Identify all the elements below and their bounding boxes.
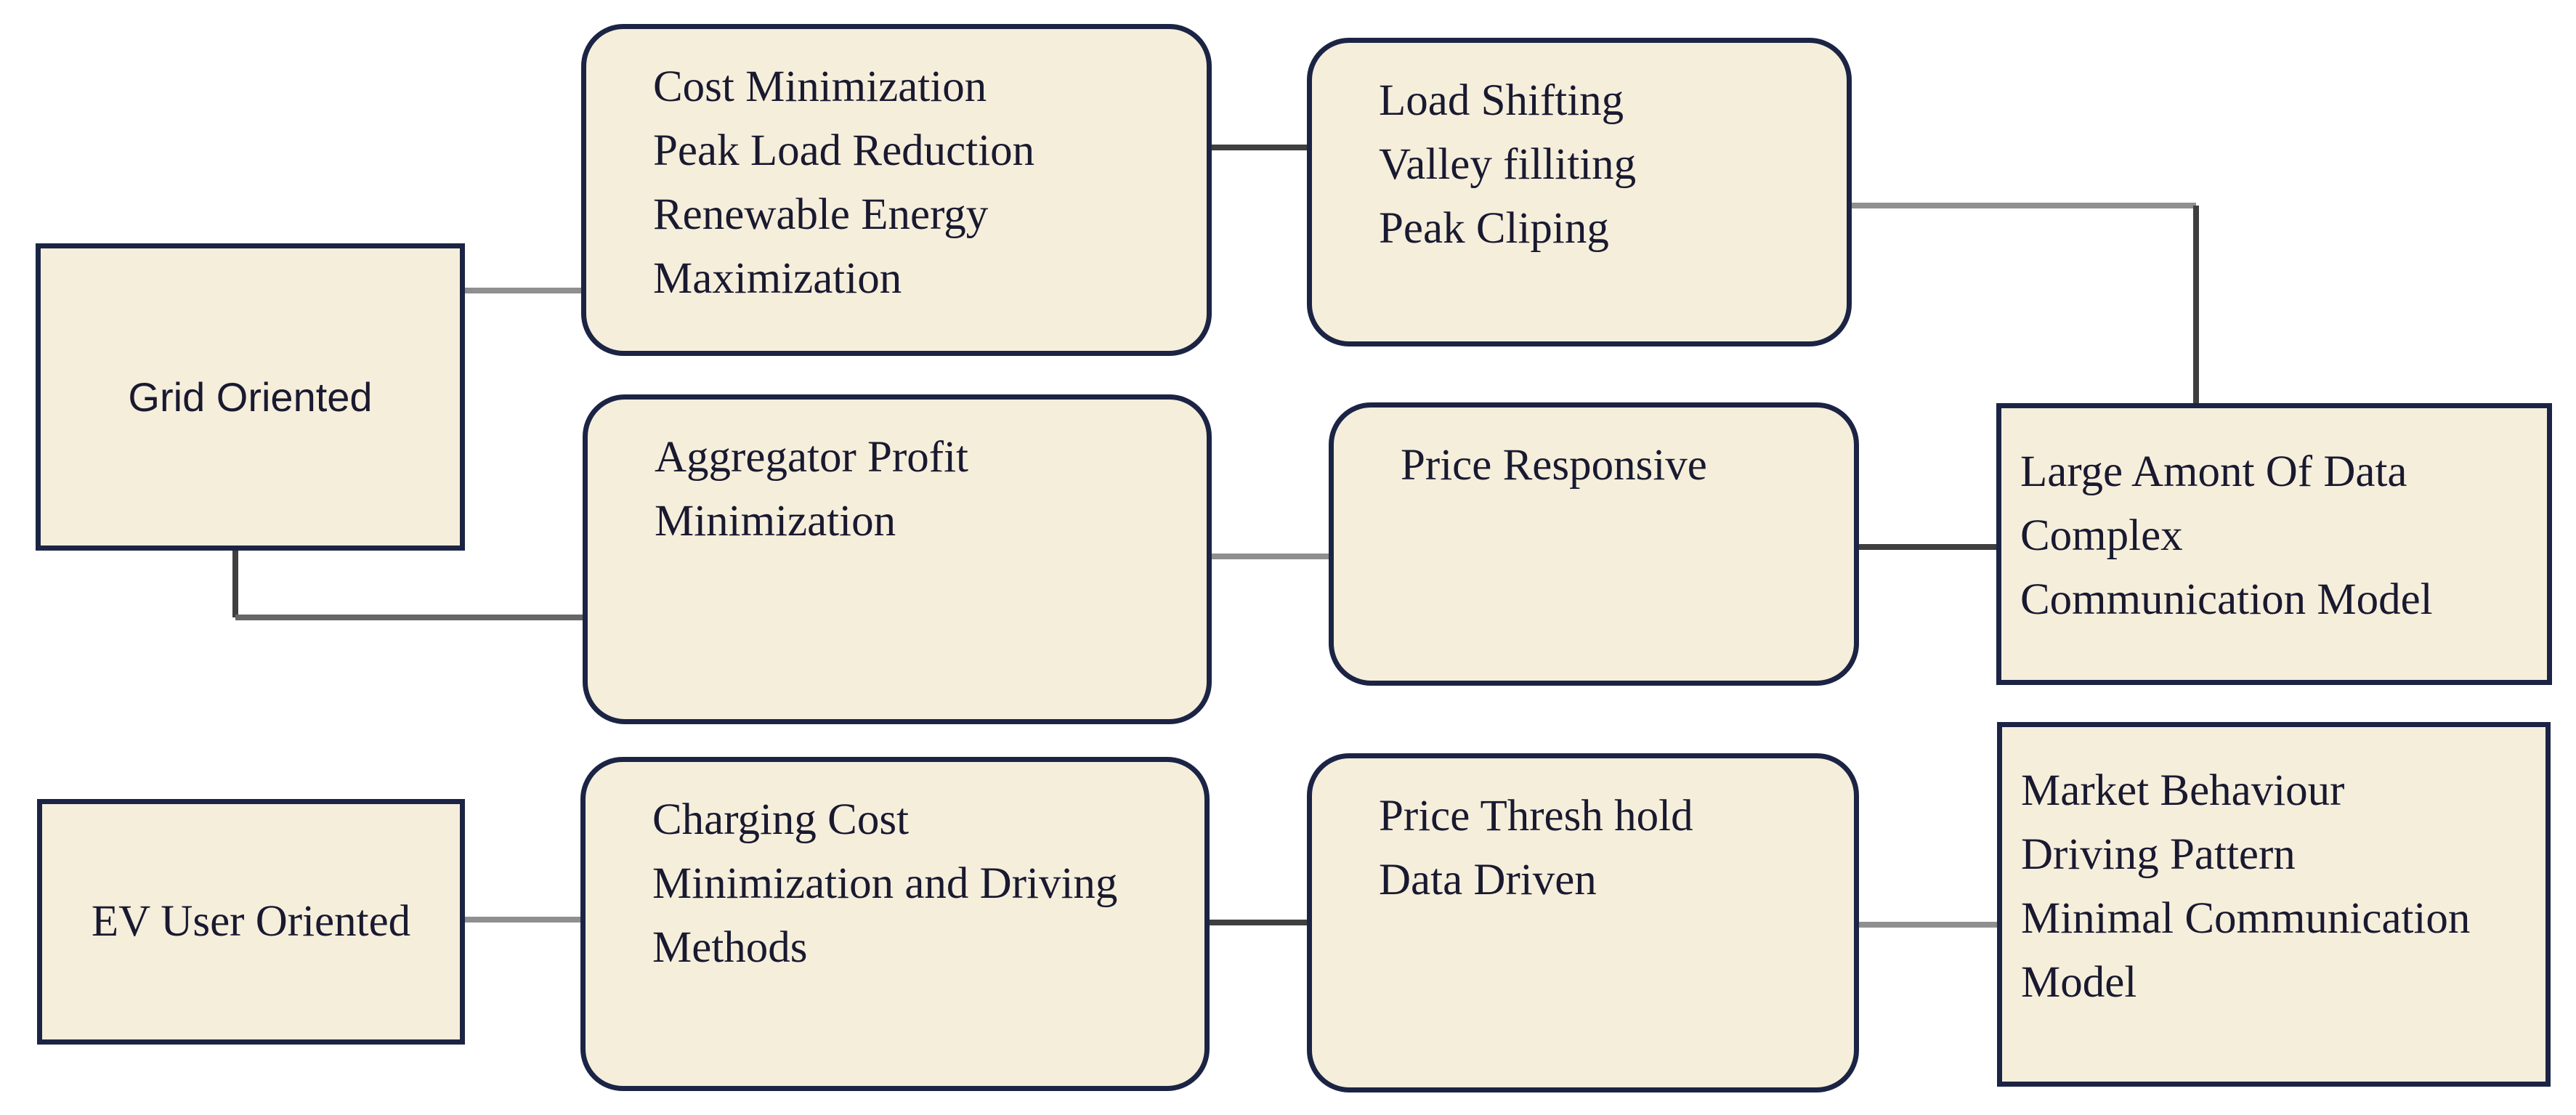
node-market-behaviour-line-4: Model <box>2021 958 2137 1007</box>
node-load-shifting-line-3: Peak Cliping <box>1379 204 1609 253</box>
node-load-shifting-line-2: Valley filliting <box>1379 140 1637 189</box>
node-ev-user-oriented-line-1: EV User Oriented <box>91 897 411 946</box>
node-aggregator-profit-line-1: Aggregator Profit <box>655 433 968 482</box>
node-charging-cost-line-3: Methods <box>652 923 808 972</box>
node-cost-minimization-line-4: Maximization <box>653 254 902 303</box>
node-load-shifting-line-1: Load Shifting <box>1379 76 1624 125</box>
node-large-amount-of-data-line-2: Complex <box>2020 511 2183 560</box>
node-market-behaviour-line-2: Driving Pattern <box>2021 830 2296 879</box>
node-price-threshold-line-2: Data Driven <box>1379 856 1597 904</box>
node-ev-user-oriented: EV User Oriented <box>37 799 465 1045</box>
node-cost-minimization-line-2: Peak Load Reduction <box>653 126 1035 175</box>
node-cost-minimization-line-1: Cost Minimization <box>653 62 987 111</box>
node-large-amount-of-data-line-3: Communication Model <box>2020 575 2433 624</box>
node-large-amount-of-data-line-1: Large Amont Of Data <box>2020 447 2407 496</box>
node-grid-oriented: Grid Oriented <box>36 243 465 551</box>
node-cost-minimization-line-3: Renewable Energy <box>653 190 989 239</box>
node-market-behaviour-line-1: Market Behaviour <box>2021 766 2345 815</box>
node-market-behaviour-line-3: Minimal Communication <box>2021 894 2471 943</box>
node-charging-cost-line-2: Minimization and Driving <box>652 859 1118 908</box>
node-price-responsive-line-1: Price Responsive <box>1401 441 1707 490</box>
node-price-threshold-line-1: Price Thresh hold <box>1379 792 1693 840</box>
node-charging-cost-line-1: Charging Cost <box>652 795 910 844</box>
node-aggregator-profit-line-2: Minimization <box>655 497 896 546</box>
node-price-responsive: Price Responsive <box>1329 402 1859 686</box>
node-grid-oriented-line-1: Grid Oriented <box>128 373 373 420</box>
